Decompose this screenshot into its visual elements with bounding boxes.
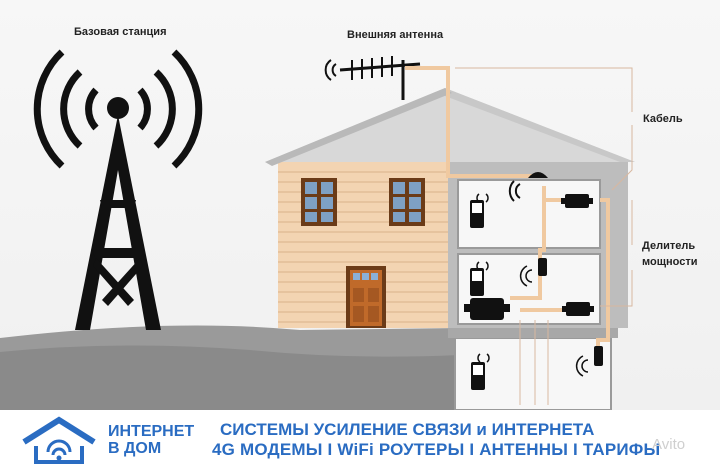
cable-runs — [405, 66, 610, 350]
indoor-antenna-floor1-icon — [519, 258, 547, 287]
indoor-antenna-dome-icon — [508, 172, 548, 202]
outdoor-antenna-icon — [324, 56, 421, 100]
brand-banner: ИНТЕРНЕТ В ДОМ СИСТЕМЫ УСИЛЕНИЕ СВЯЗИ и … — [0, 410, 720, 470]
house-logo-icon — [22, 416, 96, 464]
indoor-antenna-basement-icon — [575, 346, 603, 377]
house — [265, 88, 635, 411]
label-base-station: Базовая станция — [74, 26, 167, 38]
base-station-tower-icon — [33, 49, 203, 330]
door-icon — [346, 266, 386, 328]
window-right-icon — [389, 178, 425, 226]
tagline-line2: 4G МОДЕМЫ I WiFi РОУТЕРЫ I АНТЕННЫ I ТАР… — [212, 440, 661, 459]
avito-watermark: Avito — [652, 436, 686, 453]
label-splitter-line2: мощности — [642, 256, 698, 268]
phone-basement-icon — [471, 353, 490, 390]
label-splitter-line1: Делитель — [642, 240, 696, 252]
repeater-amplifier-icon — [464, 298, 510, 320]
splitter-top-icon — [561, 194, 593, 208]
splitter-bottom-icon — [562, 302, 594, 316]
label-cable: Кабель — [643, 113, 683, 125]
ground-shadow — [0, 345, 460, 410]
logo-text-line1: ИНТЕРНЕТ — [108, 423, 195, 440]
tagline-line1: СИСТЕМЫ УСИЛЕНИЕ СВЯЗИ и ИНТЕРНЕТА — [220, 420, 595, 439]
logo-text-line2: В ДОМ — [108, 440, 162, 457]
phone-floor1-icon — [470, 261, 489, 296]
phone-floor2-icon — [470, 193, 489, 228]
leader-lines — [455, 67, 633, 405]
window-left-icon — [301, 178, 337, 226]
label-outdoor-antenna: Внешняя антенна — [347, 29, 444, 41]
